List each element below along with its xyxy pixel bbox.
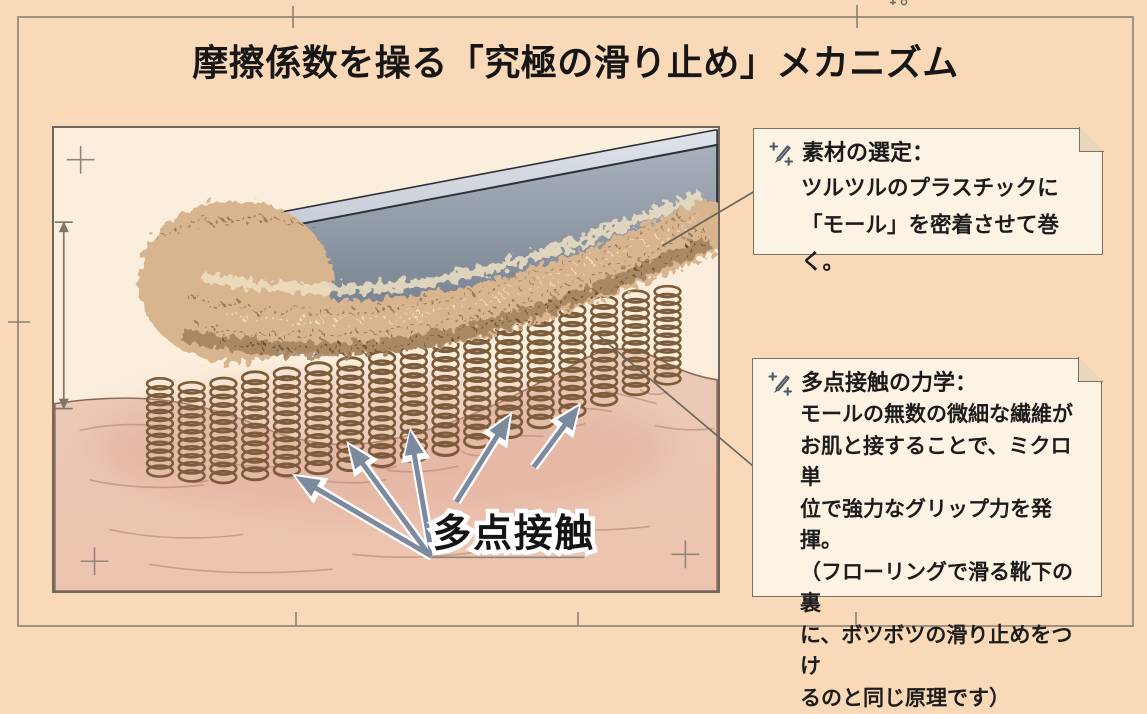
stray-mark xyxy=(890,0,907,5)
pencil-plus-icon xyxy=(768,140,795,167)
note-mechanics: 多点接触の力学： モールの無数の微細な繊維が お肌と接することで、ミクロ単 位で… xyxy=(752,358,1102,597)
contact-label: 多点接触 xyxy=(433,512,596,555)
note-line: ツルツルのプラスチックに xyxy=(801,170,1090,207)
note-line: お肌と接することで、ミクロ単 xyxy=(800,431,1089,494)
note-line: るのと同じ原理です） xyxy=(800,683,1089,714)
measure-arrow xyxy=(55,221,73,409)
note-material: 素材の選定： ツルツルのプラスチックに 「モール」を密着させて巻く。 xyxy=(753,128,1103,255)
fold-corner-icon xyxy=(1078,357,1103,382)
note-line: に、ボツボツの滑り止めをつけ xyxy=(800,620,1089,683)
note-line: （フローリングで滑る靴下の裏 xyxy=(800,557,1089,620)
note-line: 位で強力なグリップ力を発揮。 xyxy=(800,494,1089,557)
note-title: 素材の選定： xyxy=(802,139,934,167)
note-line: 「モール」を密着させて巻く。 xyxy=(801,207,1090,281)
pencil-plus-icon xyxy=(767,370,794,397)
fold-corner-icon xyxy=(1079,127,1104,152)
note-title: 多点接触の力学： xyxy=(801,369,977,397)
illustration-panel: 多点接触 xyxy=(52,126,720,593)
note-line: モールの無数の微細な繊維が xyxy=(800,399,1089,431)
infographic-page: { "page": { "title": "摩擦係数を操る「究極の滑り止め」メカ… xyxy=(0,0,1147,628)
skin-surface xyxy=(55,349,717,591)
illustration-svg: 多点接触 xyxy=(54,128,718,591)
page-title: 摩擦係数を操る「究極の滑り止め」メカニズム xyxy=(18,34,1133,86)
